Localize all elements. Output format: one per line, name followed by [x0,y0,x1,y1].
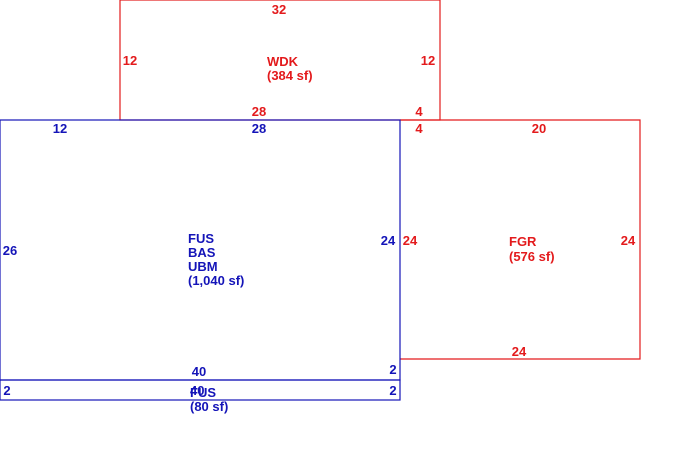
strip-outline [0,379,401,401]
strip-area-label: (80 sf) [190,399,228,414]
main-dim-top-right: 28 [252,121,266,136]
main-dim-bottom: 40 [192,364,206,379]
fgr-dim-top: 20 [532,121,546,136]
wdk-dim-bottom-left: 28 [252,104,266,119]
main-dim-bottom-right: 2 [389,362,396,377]
main-dim-right: 24 [381,233,396,248]
wdk-area-label: (384 sf) [267,68,313,83]
fgr-dim-right: 24 [621,233,636,248]
strip-dim-right: 2 [389,383,396,398]
fgr-dim-left: 24 [403,233,418,248]
main-section: 12 28 26 24 40 2 FUS BAS UBM (1,040 sf) [0,119,401,381]
wdk-dim-bottom-right: 4 [415,104,423,119]
main-area-label: (1,040 sf) [188,273,244,288]
wdk-dim-right: 12 [421,53,435,68]
strip-dim-left: 2 [3,383,10,398]
fgr-code-label: FGR [509,234,537,249]
wdk-code-label: WDK [267,54,299,69]
wdk-section: 32 12 12 28 4 WDK (384 sf) [119,0,441,121]
fgr-area-label: (576 sf) [509,249,555,264]
main-code-label-2: BAS [188,245,216,260]
main-code-label-1: FUS [188,231,214,246]
fgr-dim-bottom: 24 [512,344,527,359]
main-code-label-3: UBM [188,259,218,274]
main-dim-left: 26 [3,243,17,258]
strip-dim-bottom: 40 [190,383,204,398]
strip-code-label: FUS [190,385,216,400]
wdk-dim-left: 12 [123,53,137,68]
wdk-dim-top: 32 [272,2,286,17]
main-dim-top-left: 12 [53,121,67,136]
fgr-outline [400,119,641,360]
fgr-dim-top-left: 4 [415,121,423,136]
strip-section: 2 2 FUS 40 (80 sf) [0,379,401,414]
fgr-section: 4 20 24 24 24 FGR (576 sf) [400,119,641,360]
